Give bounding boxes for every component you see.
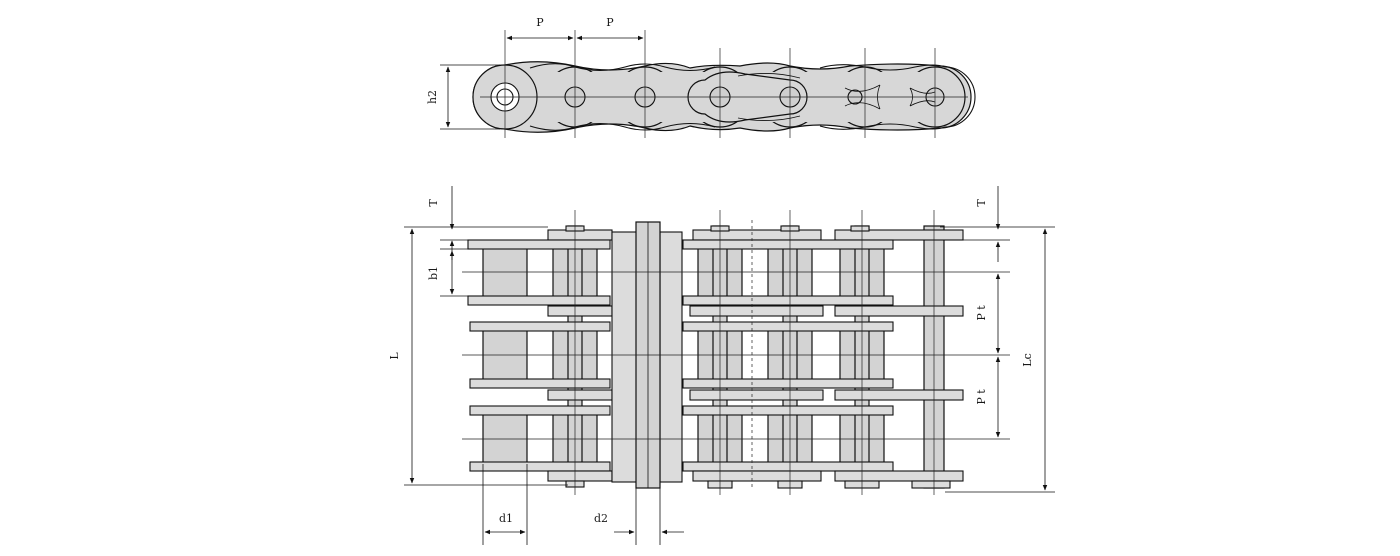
pin-diameter-label: d2 (594, 512, 608, 525)
connector-length-label: Lc (1021, 353, 1034, 366)
thickness-label: T (427, 199, 440, 207)
transverse-pitch-label: P t (975, 389, 988, 405)
link-plates (467, 229, 964, 482)
overall-length-label: L (388, 352, 401, 360)
top-view: T b1 L T P t P t Lc d1 d2 (388, 186, 1055, 545)
pitch-label: P (536, 16, 544, 29)
height-label: h2 (426, 90, 439, 104)
side-view: P P h2 (426, 16, 976, 138)
pitch-label: P (606, 16, 614, 29)
rollers (482, 246, 885, 465)
inner-width-label: b1 (427, 266, 440, 280)
thickness-label: T (975, 199, 988, 207)
transverse-pitch-label: P t (975, 305, 988, 321)
roller-diameter-label: d1 (499, 512, 513, 525)
top-view-centerlines (462, 210, 1010, 495)
